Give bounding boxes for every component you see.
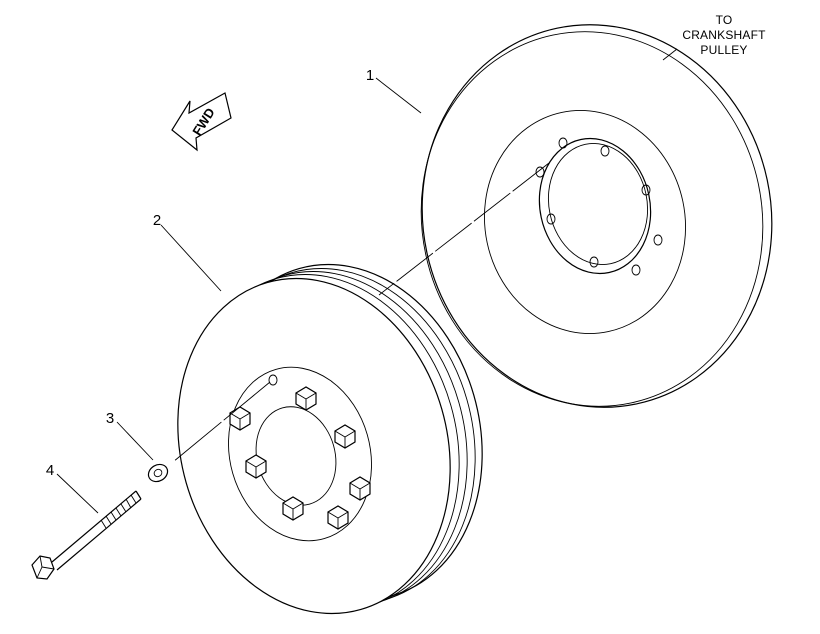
washer-part-3	[147, 463, 169, 483]
bolt-holes-part-1	[535, 137, 663, 276]
bolt-hole-open	[268, 374, 278, 386]
callout-3: 3	[106, 410, 114, 427]
leader-lines	[56, 48, 678, 514]
bolt-part-4	[31, 490, 142, 580]
callout-4: 4	[46, 462, 54, 479]
callout-2: 2	[153, 212, 161, 229]
note-to-crankshaft-pulley: TO CRANKSHAFT PULLEY	[682, 13, 766, 57]
note-line-1: TO	[716, 13, 733, 27]
callout-1: 1	[366, 67, 374, 84]
assembly-centerline	[172, 162, 550, 463]
note-line-3: PULLEY	[700, 43, 747, 57]
hex-bolts-part-2	[229, 374, 371, 530]
damper-part-2	[177, 263, 483, 615]
fwd-arrow-icon: FWD	[171, 92, 232, 152]
note-line-2: CRANKSHAFT	[682, 28, 766, 42]
damper-part-1	[420, 24, 773, 408]
